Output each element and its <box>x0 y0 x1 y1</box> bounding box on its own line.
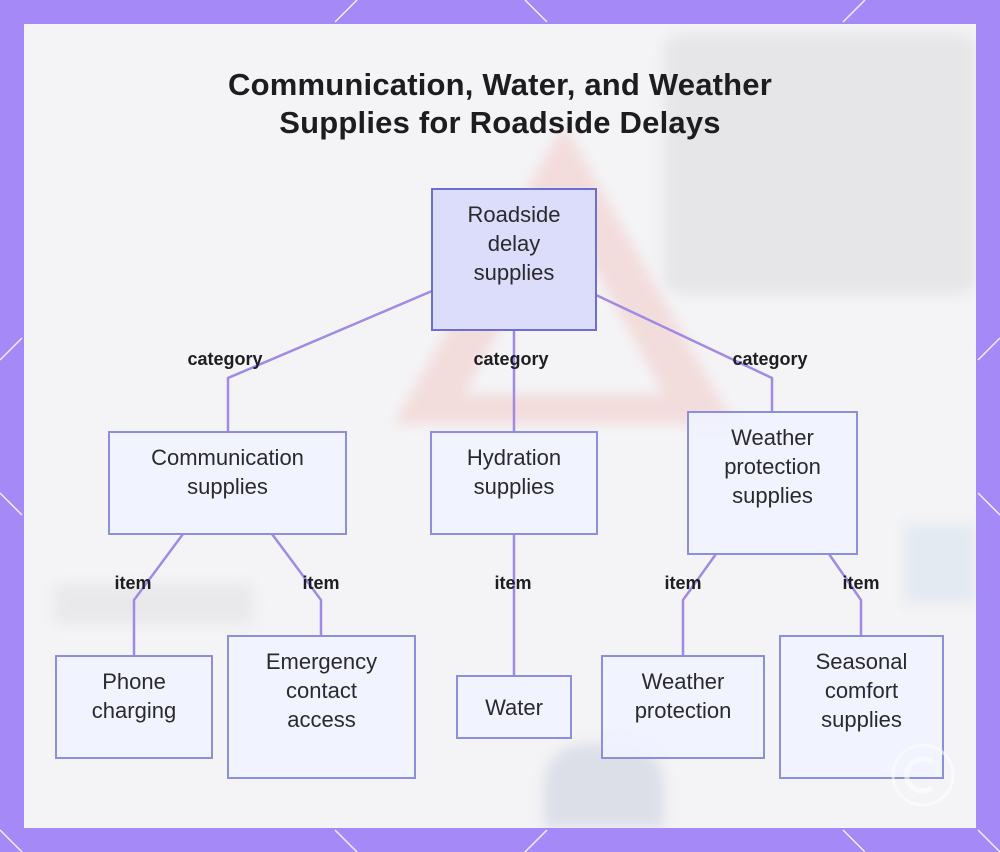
edge-root-communication <box>226 289 433 431</box>
edge-label-item-phone: item <box>114 573 152 593</box>
node-weather-protection-supplies: Weather protection supplies <box>687 411 858 555</box>
node-emergency-contact-access: Emergency contact access <box>227 635 416 779</box>
edge-communication-emergency <box>270 533 323 635</box>
diagram-title: Communication, Water, and Weather Suppli… <box>0 66 1000 142</box>
node-phone-charging: Phone charging <box>55 655 213 759</box>
node-communication-supplies: Communication supplies <box>108 431 347 535</box>
edge-label-item-emergency: item <box>302 573 340 593</box>
edge-weather-protection <box>681 553 718 655</box>
title-line-2: Supplies for Roadside Delays <box>279 105 721 140</box>
edge-label-category-hydration: category <box>473 349 549 369</box>
edge-label-category-weather: category <box>732 349 808 369</box>
edge-label-item-water: item <box>494 573 532 593</box>
node-hydration-supplies: Hydration supplies <box>430 431 598 535</box>
edge-weather-seasonal <box>827 553 863 635</box>
edge-root-weather <box>595 293 774 411</box>
edge-label-item-weather-protection: item <box>664 573 702 593</box>
edge-label-category-communication: category <box>187 349 263 369</box>
node-water: Water <box>456 675 572 739</box>
node-roadside-delay-supplies: Roadside delay supplies <box>431 188 597 331</box>
node-seasonal-comfort-supplies: Seasonal comfort supplies <box>779 635 944 779</box>
node-weather-protection: Weather protection <box>601 655 765 759</box>
watermark-logo-icon <box>891 743 955 807</box>
edge-label-item-seasonal: item <box>842 573 880 593</box>
title-line-1: Communication, Water, and Weather <box>227 67 772 102</box>
edge-communication-phone <box>132 533 185 655</box>
